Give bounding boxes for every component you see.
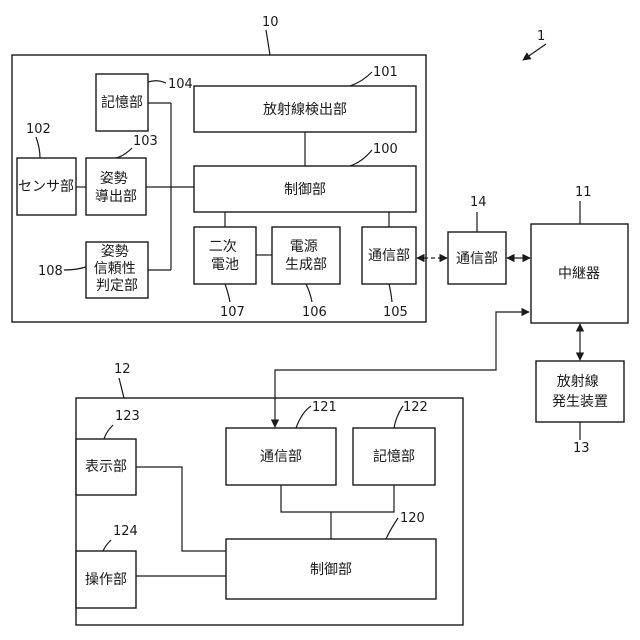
relay-11-label: 中継器: [558, 266, 600, 282]
communication-unit-121-label: 通信部: [260, 449, 302, 465]
ref-108: 108: [38, 264, 63, 279]
reliability-108-line2: 信頼性: [94, 261, 136, 277]
leader-device10: [266, 30, 270, 55]
ref-105: 105: [383, 305, 408, 320]
power-106-line1: 電源: [290, 239, 318, 255]
display-unit-123-label: 表示部: [85, 459, 127, 475]
operation-unit-124-label: 操作部: [85, 572, 127, 588]
battery-107-line2: 電池: [211, 257, 239, 273]
posture-103-line1: 姿勢: [100, 171, 128, 187]
ref-101: 101: [373, 65, 398, 80]
ref-console12: 12: [114, 362, 131, 377]
ref-system: 1: [537, 29, 545, 44]
power-106-line2: 生成部: [285, 257, 327, 273]
ref-121: 121: [312, 400, 337, 415]
ref-device10: 10: [262, 15, 279, 30]
generator-13-line1: 放射線: [557, 374, 599, 390]
ref-123: 123: [115, 409, 140, 424]
control-unit-100-label: 制御部: [284, 182, 326, 198]
radiation-generator-13: [536, 361, 624, 422]
reliability-108-line3: 判定部: [96, 278, 138, 294]
ref-102: 102: [26, 122, 51, 137]
radiation-detector-101-label: 放射線検出部: [263, 102, 347, 118]
leader-console12: [119, 378, 124, 398]
ref-106: 106: [302, 305, 327, 320]
ref-100: 100: [373, 142, 398, 157]
communication-unit-105-label: 通信部: [368, 248, 410, 264]
ref-120: 120: [400, 511, 425, 526]
ref-122: 122: [403, 400, 428, 415]
ref-124: 124: [113, 524, 138, 539]
posture-103-line2: 導出部: [95, 189, 137, 205]
ref-104: 104: [168, 77, 193, 92]
ref-103: 103: [133, 134, 158, 149]
memory-unit-104-label: 記憶部: [101, 94, 143, 111]
memory-unit-122-label: 記憶部: [373, 448, 415, 465]
ref-107: 107: [220, 305, 245, 320]
generator-13-line2: 発生装置: [552, 394, 608, 410]
ref-13: 13: [573, 441, 590, 456]
ref-14: 14: [470, 195, 487, 210]
power-generation-106: [272, 227, 340, 284]
sensor-unit-102-label: センサ部: [18, 179, 74, 195]
control-unit-120-label: 制御部: [310, 562, 352, 578]
ref-system-arrow: [523, 44, 546, 60]
reliability-108-line1: 姿勢: [101, 244, 129, 260]
secondary-battery-107: [194, 227, 256, 284]
ref-11: 11: [575, 185, 592, 200]
battery-107-line1: 二次: [209, 239, 237, 255]
communication-unit-14-label: 通信部: [456, 251, 498, 267]
